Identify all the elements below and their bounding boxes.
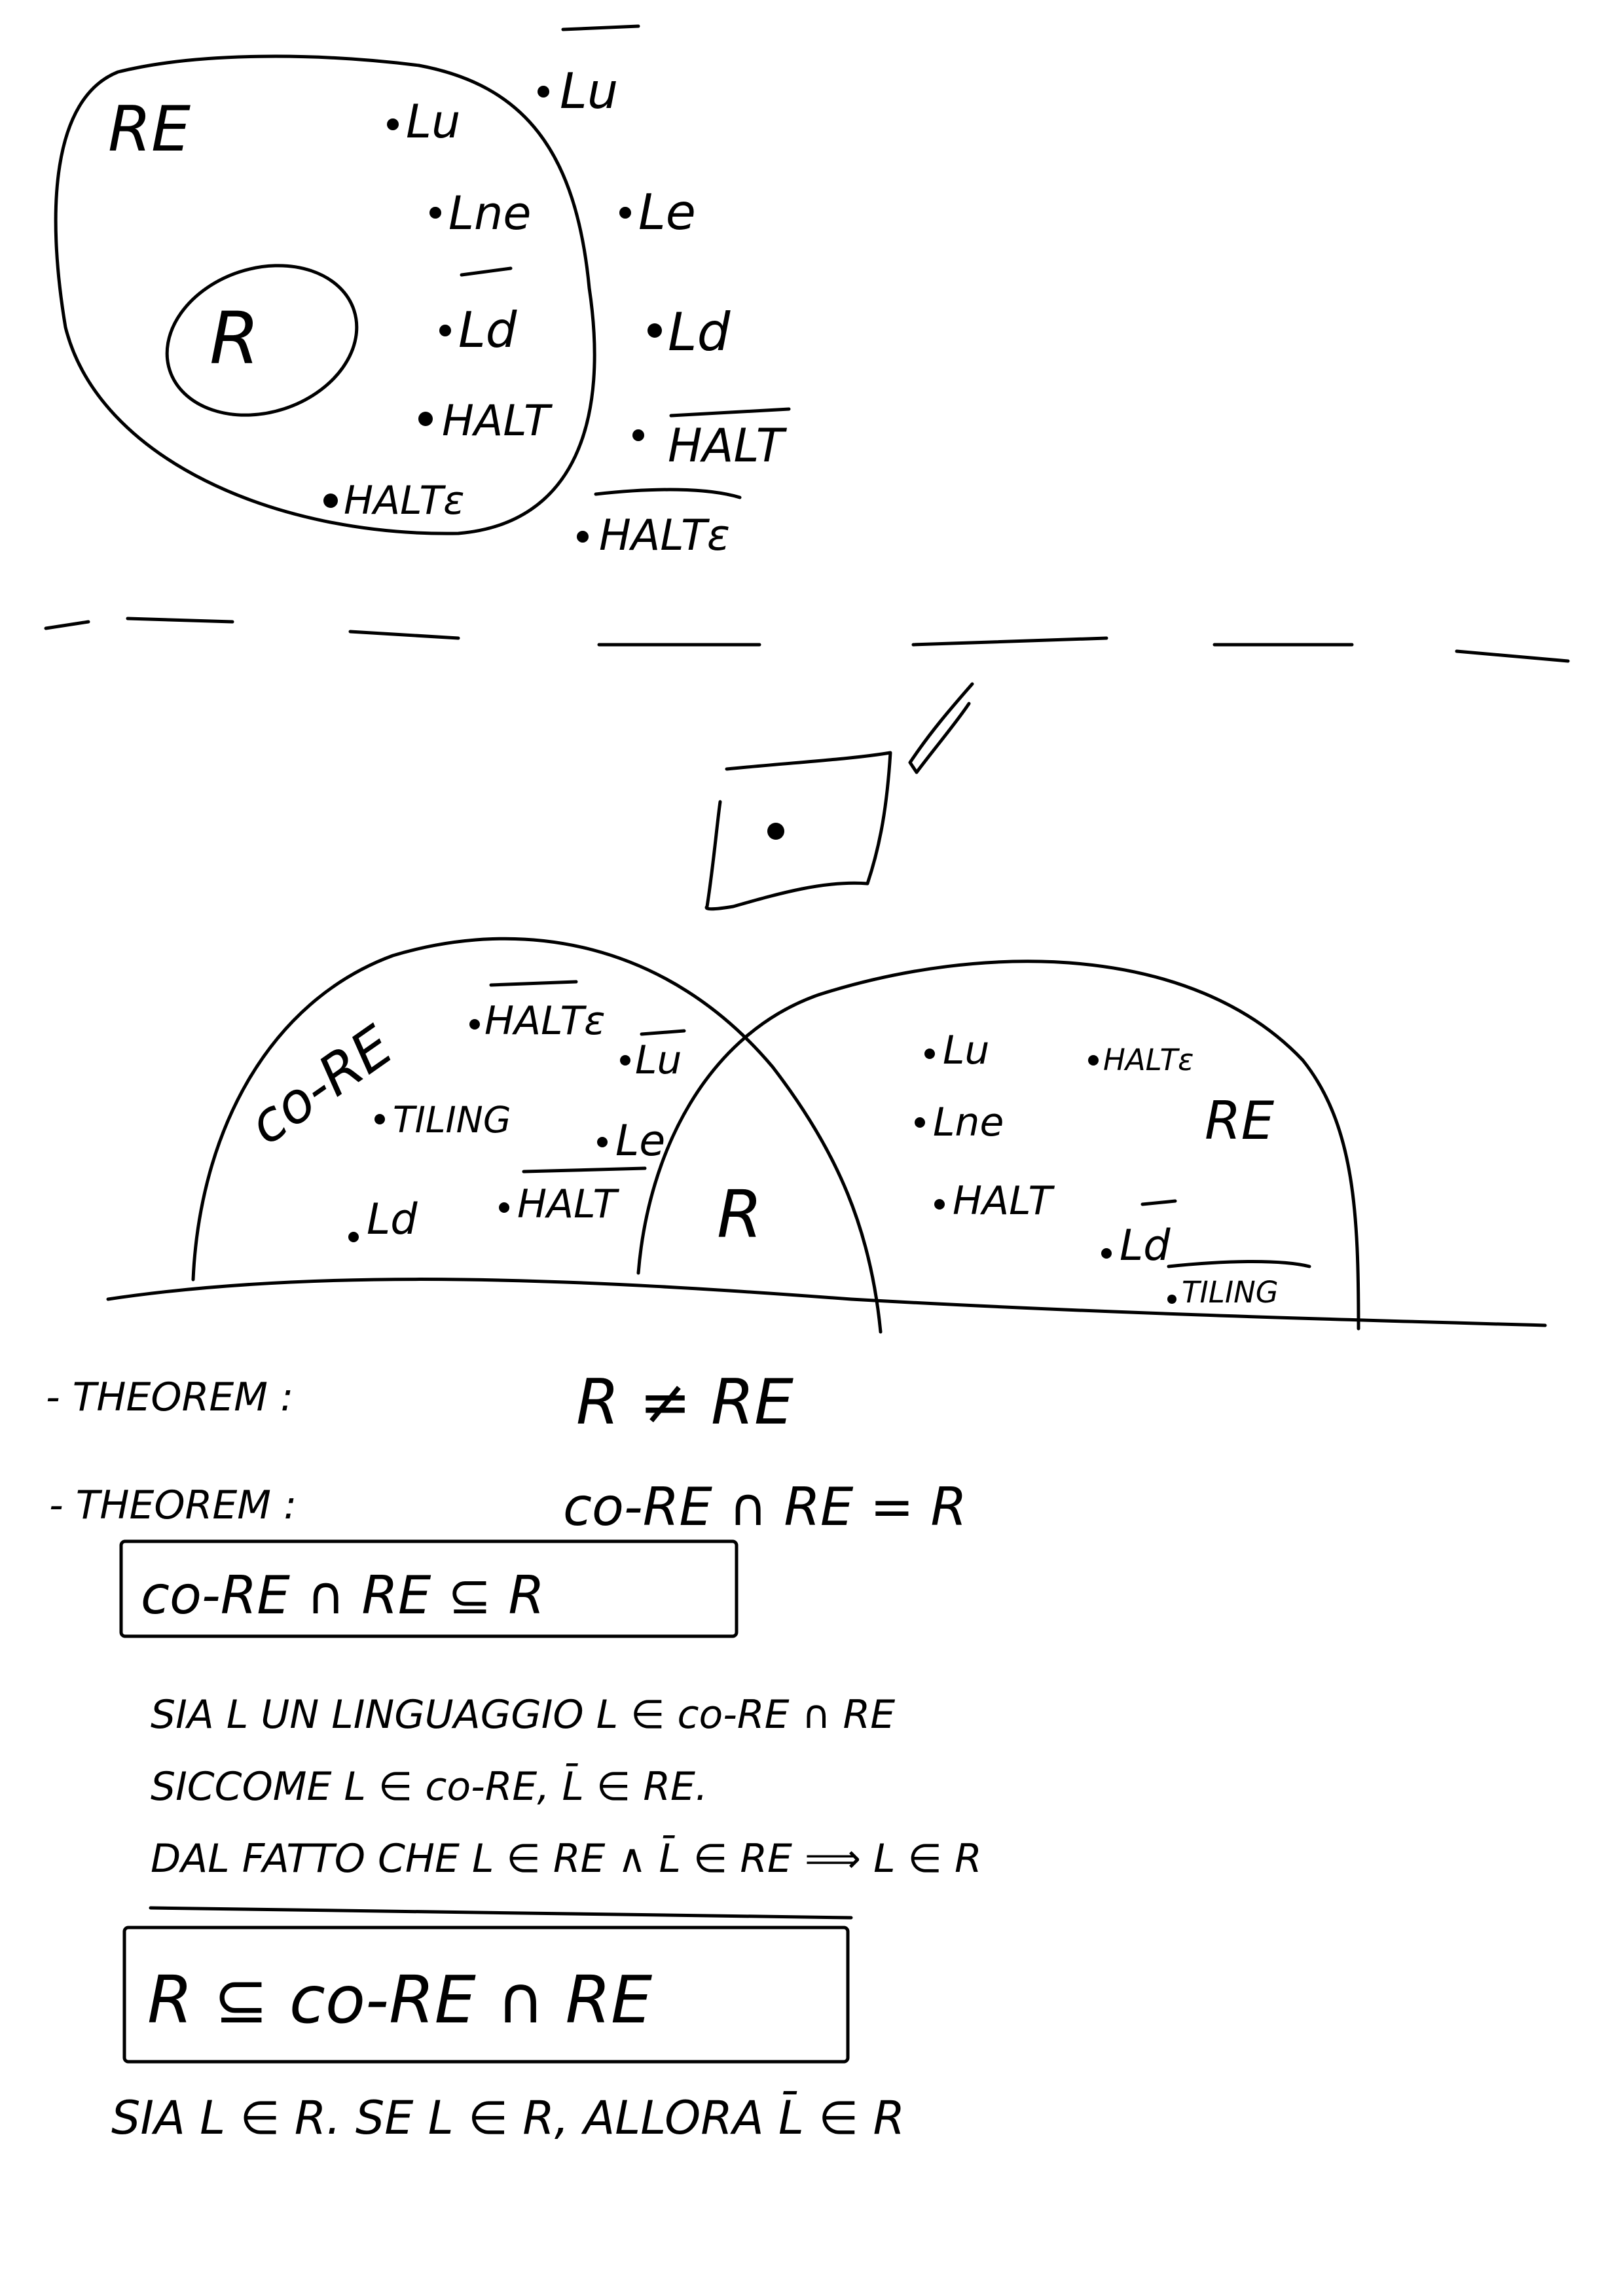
re-set-outline <box>54 54 596 535</box>
dashed-divider <box>44 617 1570 663</box>
pen-icon <box>704 682 974 911</box>
svg-text:Lne: Lne <box>933 1100 1004 1145</box>
svg-text:Ld: Ld <box>1120 1221 1171 1270</box>
proof-line-3: DAL FATTO CHE L ∈ RE ∧ L̄ ∈ RE ⟹ L ∈ R <box>151 1835 982 1882</box>
svg-text:HALT: HALT <box>517 1181 620 1227</box>
outside-item-lu-complement: Lu <box>538 24 640 120</box>
theorem-2-label: - THEOREM : <box>49 1482 297 1528</box>
baseline <box>106 1278 1547 1327</box>
svg-text:HALT: HALT <box>668 419 788 473</box>
svg-text:TILING: TILING <box>1182 1275 1279 1310</box>
left-item-halt-complement: HALT <box>499 1166 647 1227</box>
theorem-1-statement: R ≠ RE <box>576 1367 793 1439</box>
bottom-venn-diagram: co-RE RE R HALTε Lu TILING Le Ld <box>106 937 1547 1334</box>
svg-text:HALTε: HALTε <box>1103 1043 1194 1077</box>
right-item-ld-complement: Ld <box>1101 1199 1177 1270</box>
svg-text:HALT: HALT <box>442 397 553 446</box>
re-label: RE <box>1205 1090 1275 1151</box>
right-item-lu: Lu <box>924 1028 989 1073</box>
svg-text:Ld: Ld <box>668 302 731 363</box>
proof-line-2: SICCOME L ∈ co-RE, L̄ ∈ RE. <box>151 1763 708 1810</box>
svg-text:Ld: Ld <box>367 1195 418 1244</box>
svg-text:Lu: Lu <box>635 1037 682 1083</box>
left-item-halt-epsilon-complement: HALTε <box>469 980 606 1044</box>
svg-text:Ld: Ld <box>458 301 517 359</box>
right-item-halt-epsilon: HALTε <box>1088 1043 1194 1077</box>
re-set-label: RE <box>108 94 191 166</box>
r-set-outline <box>165 264 359 417</box>
proof-line-1: SIA L UN LINGUAGGIO L ∈ co-RE ∩ RE <box>151 1692 895 1738</box>
notes-section: - THEOREM : R ≠ RE - THEOREM : co-RE ∩ R… <box>46 1367 982 2145</box>
outside-item-halt-complement: HALT <box>632 407 791 473</box>
right-item-tiling: TILING <box>1167 1260 1311 1310</box>
re-region <box>636 960 1360 1331</box>
svg-text:HALT: HALT <box>953 1178 1055 1224</box>
box-2-outline <box>122 1926 850 2064</box>
svg-text:Le: Le <box>638 183 696 241</box>
svg-text:Lu: Lu <box>560 62 618 120</box>
theorem-1-label: - THEOREM : <box>46 1374 293 1420</box>
inside-item-lne: Lne <box>429 187 531 240</box>
box-1-statement: co-RE ∩ RE ⊆ R <box>141 1565 545 1626</box>
r-label: R <box>717 1176 762 1253</box>
left-item-ld: Ld <box>348 1195 418 1244</box>
inside-item-ld-complement: Ld <box>439 266 517 359</box>
right-item-halt: HALT <box>934 1178 1055 1224</box>
svg-text:HALTε: HALTε <box>484 998 606 1044</box>
svg-text:Lu: Lu <box>406 95 460 149</box>
left-item-le: Le <box>597 1117 665 1166</box>
inside-item-lu: Lu <box>387 95 460 149</box>
outside-item-ld: Ld <box>647 302 731 363</box>
r-set-label: R <box>210 296 259 380</box>
box-2-statement: R ⊆ co-RE ∩ RE <box>147 1962 652 2038</box>
co-re-label: co-RE <box>238 1014 405 1158</box>
left-item-tiling: TILING <box>374 1099 511 1141</box>
top-venn-diagram: RE R Lu Lne Ld HALT HALTε Lu <box>54 24 791 560</box>
right-item-lne: Lne <box>915 1100 1004 1145</box>
inside-item-halt: HALT <box>418 397 553 446</box>
box-1-outline <box>119 1539 739 1638</box>
proof-line-4: SIA L ∈ R. SE L ∈ R, ALLORA L̄ ∈ R <box>111 2090 905 2145</box>
theorem-2-statement: co-RE ∩ RE = R <box>563 1477 967 1537</box>
svg-text:HALTε: HALTε <box>599 511 730 560</box>
svg-text:HALTε: HALTε <box>344 478 465 524</box>
svg-text:TILING: TILING <box>393 1099 511 1141</box>
separator-line <box>149 1906 853 1920</box>
left-item-lu-complement: Lu <box>620 1029 686 1083</box>
svg-text:Le: Le <box>615 1117 665 1166</box>
inside-item-halt-epsilon: HALTε <box>323 478 465 524</box>
outside-item-le: Le <box>619 183 696 241</box>
svg-text:Lne: Lne <box>448 187 531 240</box>
co-re-region <box>191 937 883 1334</box>
svg-text:Lu: Lu <box>943 1028 989 1073</box>
outside-item-halt-epsilon-complement: HALTε <box>577 488 742 560</box>
